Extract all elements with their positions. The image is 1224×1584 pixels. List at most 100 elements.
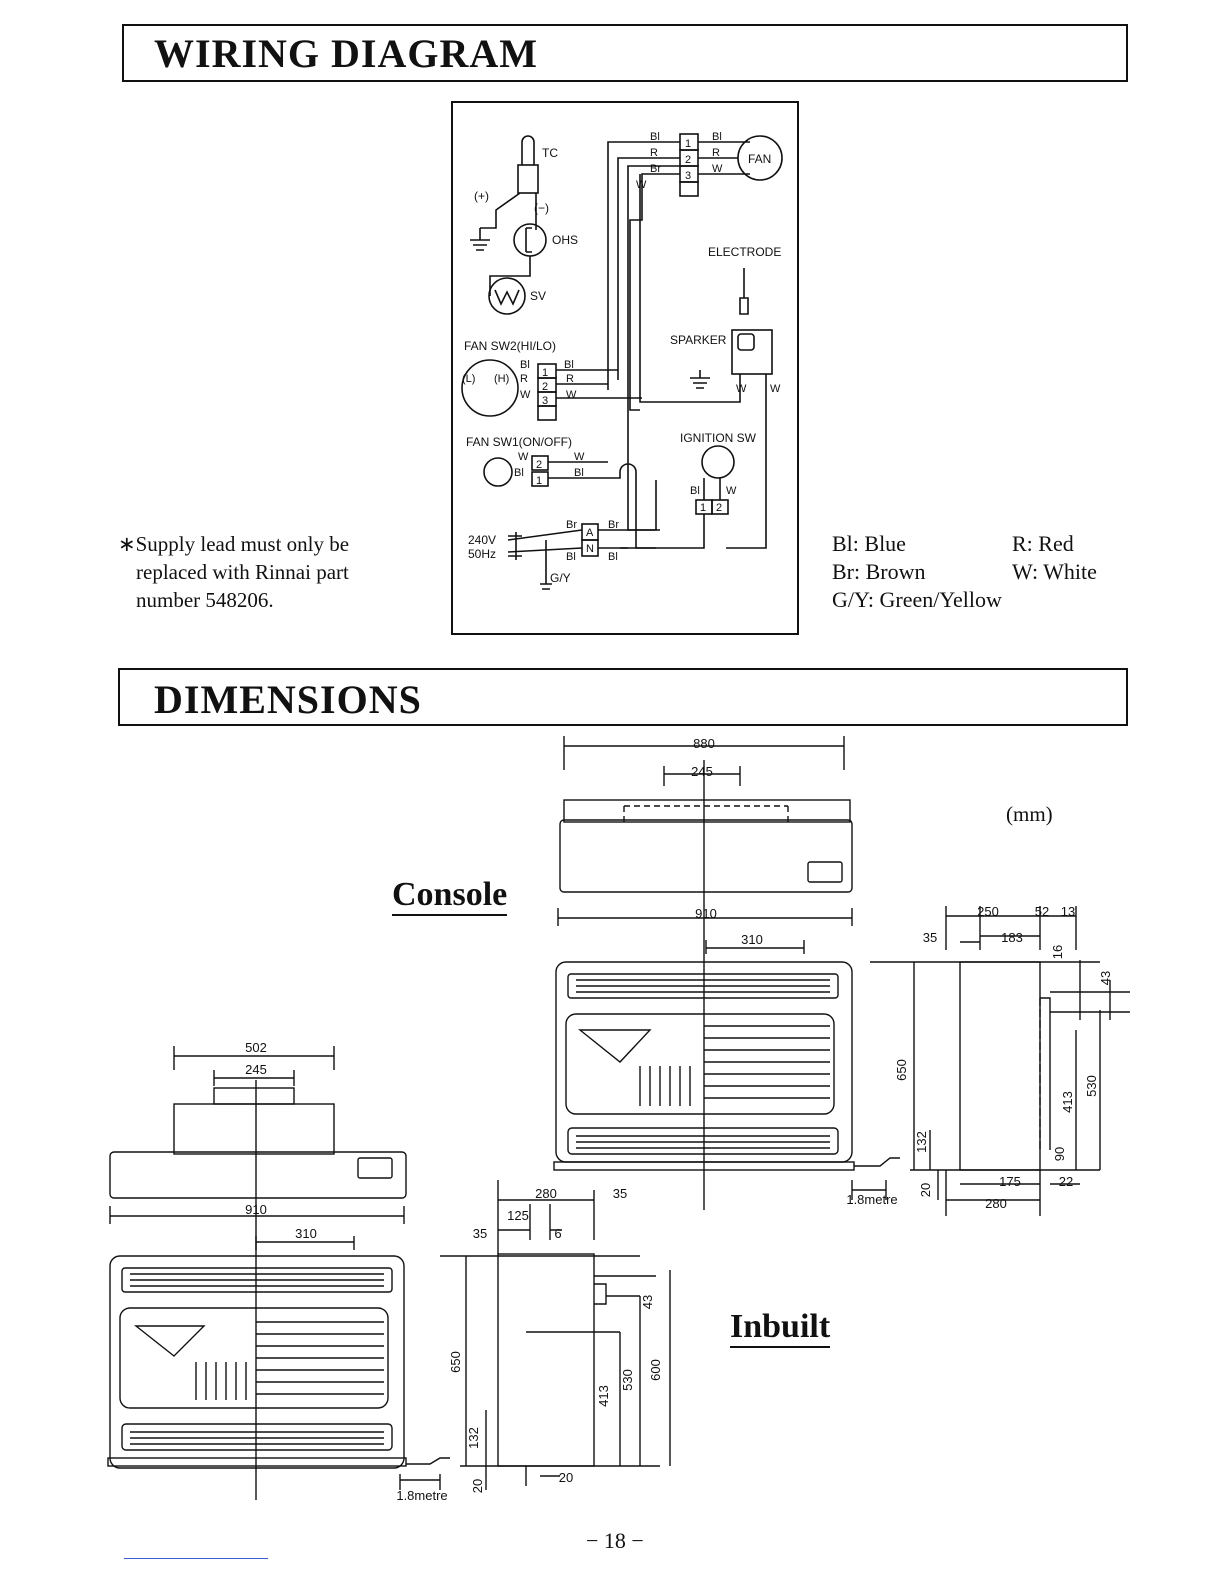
- sv-label: SV: [530, 289, 546, 303]
- svg-text:245: 245: [245, 1062, 267, 1077]
- svg-text:43: 43: [640, 1295, 655, 1309]
- svg-text:W: W: [520, 389, 531, 401]
- svg-text:Bl: Bl: [574, 467, 584, 479]
- svg-text:1: 1: [542, 367, 548, 379]
- svg-text:R: R: [520, 373, 528, 385]
- svg-text:413: 413: [1060, 1091, 1075, 1113]
- svg-text:R: R: [712, 147, 720, 159]
- legend-red: R: Red: [1012, 531, 1074, 556]
- svg-text:530: 530: [620, 1369, 635, 1391]
- svg-text:1.8metre: 1.8metre: [396, 1488, 447, 1503]
- svg-text:880: 880: [693, 736, 715, 751]
- svg-text:(H): (H): [494, 373, 509, 385]
- svg-text:2: 2: [716, 502, 722, 514]
- svg-text:90: 90: [1052, 1147, 1067, 1161]
- plus-label: (+): [474, 189, 489, 203]
- wiring-diagram: TC (+) (−) OHS SV FAN ELECTRODE SPARKER …: [451, 101, 799, 635]
- svg-text:(L): (L): [462, 373, 475, 385]
- svg-text:35: 35: [473, 1226, 487, 1241]
- svg-text:W: W: [736, 383, 747, 395]
- svg-text:1: 1: [536, 475, 542, 487]
- svg-text:2: 2: [685, 154, 691, 166]
- svg-text:6: 6: [554, 1226, 561, 1241]
- svg-text:W: W: [726, 485, 737, 497]
- supply-lead-note: ∗Supply lead must only be replaced with …: [118, 532, 350, 612]
- dimensions-header: DIMENSIONS: [118, 668, 1128, 726]
- minus-label: (−): [534, 201, 549, 215]
- svg-text:35: 35: [613, 1186, 627, 1201]
- svg-text:1: 1: [700, 502, 706, 514]
- svg-text:W: W: [574, 451, 585, 463]
- svg-text:Bl: Bl: [608, 551, 618, 563]
- svg-text:Br: Br: [650, 163, 661, 175]
- svg-text:600: 600: [648, 1359, 663, 1381]
- svg-text:650: 650: [894, 1059, 909, 1081]
- svg-text:Bl: Bl: [690, 485, 700, 497]
- svg-text:175: 175: [999, 1174, 1021, 1189]
- svg-text:13: 13: [1061, 904, 1075, 919]
- svg-text:R: R: [566, 373, 574, 385]
- sparker-label: SPARKER: [670, 333, 727, 347]
- svg-text:1.8metre: 1.8metre: [846, 1192, 897, 1207]
- svg-text:132: 132: [466, 1427, 481, 1449]
- svg-text:W: W: [770, 383, 781, 395]
- svg-text:310: 310: [741, 932, 763, 947]
- svg-text:Bl: Bl: [520, 359, 530, 371]
- svg-text:R: R: [650, 147, 658, 159]
- svg-text:Br: Br: [608, 519, 619, 531]
- svg-text:W: W: [712, 163, 723, 175]
- svg-text:2: 2: [536, 459, 542, 471]
- svg-text:125: 125: [507, 1208, 529, 1223]
- svg-text:502: 502: [245, 1040, 267, 1055]
- svg-text:413: 413: [596, 1385, 611, 1407]
- svg-text:245: 245: [691, 764, 713, 779]
- svg-text:W: W: [518, 451, 529, 463]
- svg-text:2: 2: [542, 381, 548, 393]
- supply-voltage: 240V: [468, 533, 496, 547]
- svg-text:Bl: Bl: [566, 551, 576, 563]
- svg-text:35: 35: [923, 930, 937, 945]
- svg-text:183: 183: [1001, 930, 1023, 945]
- svg-text:W: W: [566, 389, 577, 401]
- footer-rule: [124, 1558, 268, 1559]
- svg-text:Bl: Bl: [564, 359, 574, 371]
- svg-text:N: N: [586, 543, 594, 555]
- legend-white: W: White: [1012, 559, 1097, 584]
- dimensions-title: DIMENSIONS: [154, 677, 422, 722]
- wiring-diagram-header: WIRING DIAGRAM: [122, 24, 1128, 82]
- inbuilt-dimension-drawing: 502 245 910 310 280 35 125 35 6 650 43 4…: [107, 1040, 671, 1503]
- legend-blue: Bl: Blue: [832, 531, 906, 556]
- supply-frequency: 50Hz: [468, 547, 496, 561]
- console-dimension-drawing: 880 245 910 310 250 52 13 35 183 16 43 6…: [553, 736, 1130, 1216]
- electrode-label: ELECTRODE: [708, 245, 781, 259]
- svg-text:530: 530: [1084, 1075, 1099, 1097]
- svg-text:Bl: Bl: [514, 467, 524, 479]
- page-number: − 18 −: [586, 1528, 644, 1553]
- svg-text:20: 20: [918, 1183, 933, 1197]
- svg-text:52: 52: [1035, 904, 1049, 919]
- fan-sw1-label: FAN SW1(ON/OFF): [466, 435, 572, 449]
- svg-text:A: A: [586, 527, 594, 539]
- legend-brown: Br: Brown: [832, 559, 926, 584]
- svg-text:22: 22: [1059, 1174, 1073, 1189]
- ignition-sw-label: IGNITION SW: [680, 431, 757, 445]
- svg-text:W: W: [636, 179, 647, 191]
- svg-text:43: 43: [1098, 971, 1113, 985]
- svg-text:310: 310: [295, 1226, 317, 1241]
- svg-text:910: 910: [245, 1202, 267, 1217]
- fan-sw2-label: FAN SW2(HI/LO): [464, 339, 556, 353]
- svg-text:280: 280: [985, 1196, 1007, 1211]
- wire-colour-legend: Bl: Blue R: Red Br: Brown W: White G/Y: …: [832, 530, 1132, 620]
- tc-label: TC: [542, 146, 558, 160]
- svg-text:20: 20: [559, 1470, 573, 1485]
- svg-text:910: 910: [695, 906, 717, 921]
- svg-text:Br: Br: [566, 519, 577, 531]
- svg-text:3: 3: [542, 395, 548, 407]
- svg-text:280: 280: [535, 1186, 557, 1201]
- fan-label: FAN: [748, 152, 771, 166]
- console-label: Console: [392, 876, 508, 916]
- svg-text:650: 650: [448, 1351, 463, 1373]
- units-label: (mm): [1006, 802, 1053, 826]
- svg-text:16: 16: [1050, 945, 1065, 959]
- wiring-diagram-title: WIRING DIAGRAM: [154, 31, 538, 76]
